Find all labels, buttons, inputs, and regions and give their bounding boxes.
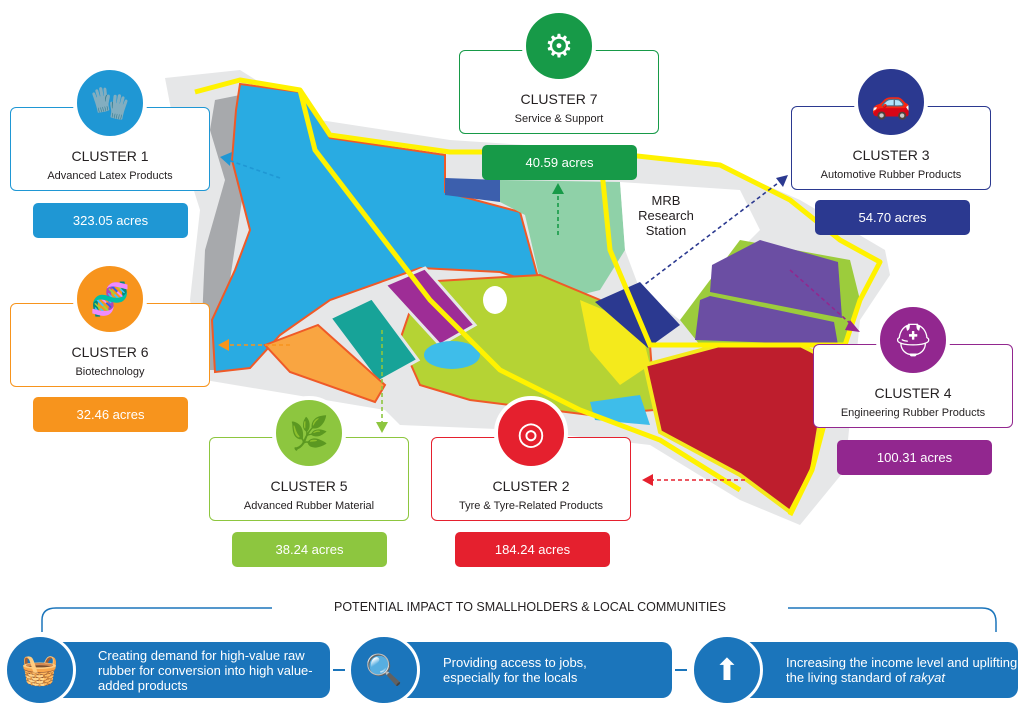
zone-mrb <box>620 182 760 320</box>
cluster-2-card: CLUSTER 2 Tyre & Tyre-Related Products <box>431 437 631 521</box>
cluster-5-acres: 38.24 acres <box>232 532 387 567</box>
zone-cluster-6 <box>263 323 387 404</box>
dna-icon: 🧬 <box>73 262 147 336</box>
impact-text: Increasing the income level and upliftin… <box>786 655 1018 685</box>
impact-item-income: Increasing the income level and upliftin… <box>708 642 1018 698</box>
arrowhead-7 <box>552 183 564 194</box>
cluster-1-acres: 323.05 acres <box>33 203 188 238</box>
cluster-title: CLUSTER 3 <box>852 147 930 163</box>
job-search-icon: 🔍 <box>348 634 420 706</box>
gear-hand-icon: ⚙ <box>522 9 596 83</box>
cross-road <box>597 151 845 348</box>
arrow-cluster-3 <box>639 179 783 289</box>
basket-icon: 🧺 <box>4 634 76 706</box>
arrowhead-1 <box>220 152 232 166</box>
leader-lines <box>225 159 853 481</box>
car-icon: 🚗 <box>854 65 928 139</box>
cluster-subtitle: Advanced Rubber Material <box>243 500 375 512</box>
arrowhead-2 <box>642 474 653 486</box>
cluster-6-acres: 32.46 acres <box>33 397 188 432</box>
zone-cluster-7 <box>500 180 625 300</box>
arrowhead-6 <box>218 339 229 351</box>
impact-text: Providing access to jobs, especially for… <box>443 655 587 685</box>
cluster-title: CLUSTER 7 <box>520 91 598 107</box>
zone-yellow <box>580 300 650 385</box>
zone-cluster-4b <box>695 296 838 345</box>
cluster-title: CLUSTER 4 <box>874 385 952 401</box>
engineer-icon: ⛑ <box>876 303 950 377</box>
cluster-2-acres: 184.24 acres <box>455 532 610 567</box>
cluster-subtitle: Tyre & Tyre-Related Products <box>458 500 604 512</box>
gloves-icon: 🧤 <box>73 66 147 140</box>
impact-text: Creating demand for high-value raw rubbe… <box>98 647 313 693</box>
cluster-subtitle: Automotive Rubber Products <box>820 169 962 181</box>
leaf-icon: 🌿 <box>272 396 346 470</box>
impact-title: POTENTIAL IMPACT TO SMALLHOLDERS & LOCAL… <box>334 600 726 614</box>
impact-bracket <box>41 607 997 632</box>
cluster-title: CLUSTER 1 <box>71 148 149 164</box>
zone-cluster-4a <box>710 240 842 318</box>
impact-item-demand: Creating demand for high-value raw rubbe… <box>20 642 330 698</box>
zone-cluster-5-teal <box>327 296 421 384</box>
cluster-7-acres: 40.59 acres <box>482 145 637 180</box>
cluster-4-acres: 100.31 acres <box>837 440 992 475</box>
coins-growth-icon: ⬆ <box>691 634 763 706</box>
tyre-icon: ◎ <box>494 396 568 470</box>
cluster-subtitle: Service & Support <box>514 113 604 125</box>
mrb-research-station-label: MRB Research Station <box>638 193 694 238</box>
inner-road <box>297 89 742 493</box>
arrowhead-3 <box>776 175 788 187</box>
cluster-title: CLUSTER 2 <box>492 478 570 494</box>
arrow-cluster-1 <box>227 159 281 179</box>
cluster-title: CLUSTER 5 <box>270 478 348 494</box>
main-road <box>194 77 883 517</box>
impact-text-emphasis: rakyat <box>909 670 945 685</box>
cluster-subtitle: Engineering Rubber Products <box>840 407 986 419</box>
zone-small-blue <box>445 178 500 202</box>
cluster-3-acres: 54.70 acres <box>815 200 970 235</box>
arrowhead-5 <box>376 422 388 433</box>
cluster-subtitle: Advanced Latex Products <box>47 170 173 182</box>
pond <box>424 341 480 369</box>
arrowhead-4 <box>845 320 860 332</box>
cluster-subtitle: Biotechnology <box>75 366 145 378</box>
cluster-title: CLUSTER 6 <box>71 344 149 360</box>
island <box>483 286 507 314</box>
impact-text-main: Increasing the income level and upliftin… <box>786 655 1018 685</box>
